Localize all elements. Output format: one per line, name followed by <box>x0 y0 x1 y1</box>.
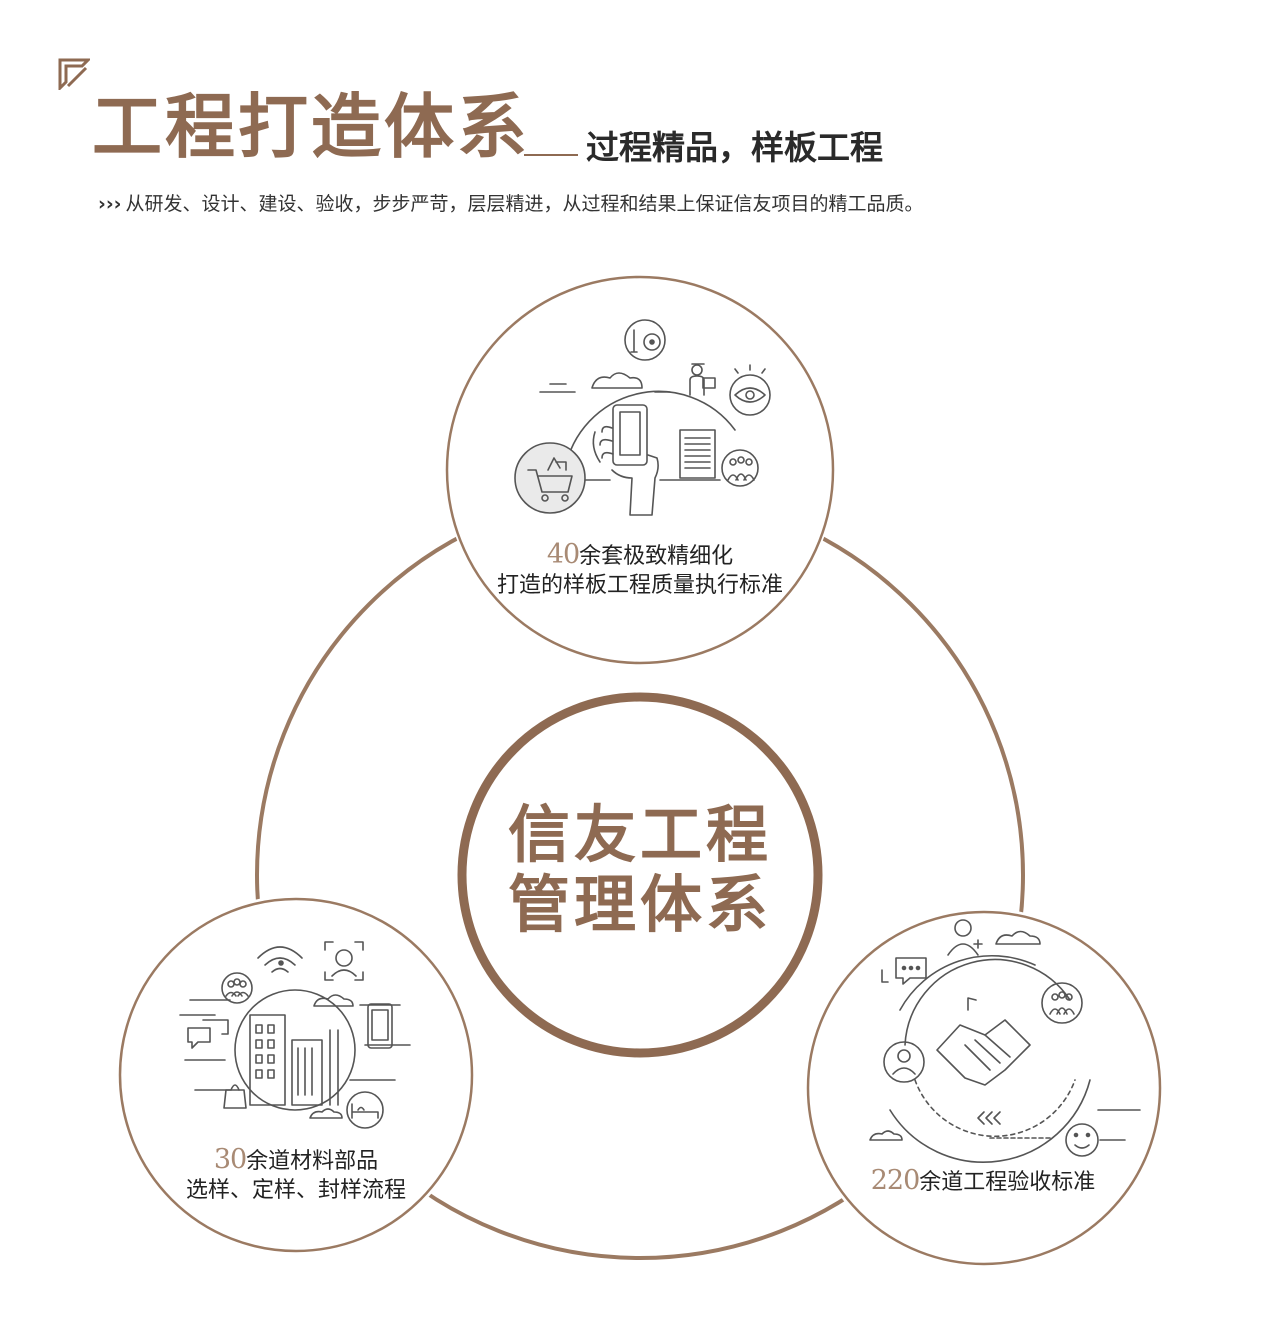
eye-icon <box>729 364 771 416</box>
tagline: ›››从研发、设计、建设、验收，步步严苛，层层精进，从过程和结果上保证信友项目的… <box>98 193 924 216</box>
left-node-ring <box>118 897 474 1253</box>
right-node-number: 220 <box>870 1165 921 1196</box>
team-icon <box>721 449 759 487</box>
cloud-icon <box>309 994 354 1119</box>
left-node-number: 30 <box>213 1144 247 1175</box>
face-scan-icon <box>324 941 364 981</box>
rewind-icon <box>977 1111 1051 1139</box>
tagline-text: 从研发、设计、建设、验收，步步严苛，层层精进，从过程和结果上保证信友项目的精工品… <box>125 193 924 215</box>
document-icon <box>679 429 716 479</box>
courier-icon <box>689 363 716 396</box>
corner-bracket-icon <box>58 58 90 90</box>
center-ring <box>457 692 823 1058</box>
team-icon <box>1041 982 1083 1024</box>
top-node-line2: 打造的样板工程质量执行标准 <box>496 573 783 598</box>
top-node-number: 40 <box>546 539 580 570</box>
left-node-line2: 选样、定样、封样流程 <box>185 1178 406 1203</box>
wifi-icon <box>257 946 303 973</box>
right-node-caption: 220余道工程验收标准 <box>806 1166 1160 1197</box>
handshake-icon <box>936 997 1031 1086</box>
chat-bubble-icon <box>881 957 927 985</box>
user-icon <box>883 1041 925 1083</box>
page-subtitle: 过程精品，样板工程 <box>586 128 883 167</box>
triple-chevron-icon: ››› <box>98 193 122 215</box>
city-buildings-icon <box>249 1014 339 1106</box>
cloud-icon <box>539 372 671 393</box>
right-node-illustration <box>869 919 1141 1163</box>
smiley-icon <box>1065 1109 1141 1157</box>
right-node-line1: 余道工程验收标准 <box>919 1170 1096 1195</box>
chat-bubble-icon <box>187 1019 229 1049</box>
shopping-bag-icon <box>223 1084 247 1109</box>
right-node-ring <box>806 910 1162 1266</box>
hotel-bed-icon <box>346 1091 384 1129</box>
smartphone-icon <box>367 1003 393 1049</box>
team-icon <box>221 972 253 1004</box>
title-dash <box>524 154 578 156</box>
top-node-line1: 余套极致精细化 <box>579 544 734 569</box>
left-node-illustration <box>179 941 411 1129</box>
smartphone-hand-icon <box>592 404 659 516</box>
add-user-icon <box>947 919 983 956</box>
center-label-line2: 管理体系 <box>507 868 772 941</box>
page-title: 工程打造体系 <box>92 86 530 168</box>
shopping-cart-icon <box>514 442 586 514</box>
left-node-caption: 30余道材料部品 选样、定样、封样流程 <box>120 1145 472 1205</box>
center-label: 信友工程 管理体系 <box>460 800 820 940</box>
cloud-icon <box>869 930 1041 1141</box>
top-node-ring <box>445 275 835 665</box>
left-node-line1: 余道材料部品 <box>246 1149 379 1174</box>
center-label-line1: 信友工程 <box>507 798 772 871</box>
top-node-caption: 40余套极致精细化 打造的样板工程质量执行标准 <box>446 540 834 600</box>
top-node-illustration <box>514 319 771 516</box>
vinyl-record-icon <box>624 319 666 361</box>
